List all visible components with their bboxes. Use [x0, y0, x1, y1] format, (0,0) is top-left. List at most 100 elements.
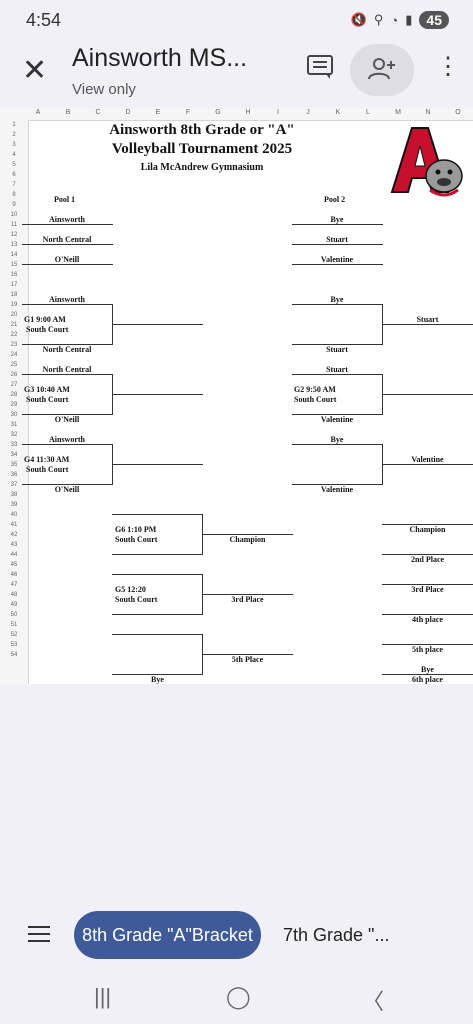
- sheets-menu-icon[interactable]: [28, 926, 50, 947]
- mute-icon: 🔇: [350, 12, 367, 27]
- row-number: 42: [10, 532, 18, 538]
- column-header: D: [125, 109, 131, 116]
- tab-8th-grade-bracket[interactable]: 8th Grade "A"Bracket: [74, 911, 261, 959]
- line: [22, 344, 113, 345]
- row-number: 13: [10, 242, 18, 248]
- line: [22, 444, 113, 445]
- column-header: E: [155, 109, 161, 116]
- add-person-icon: [368, 58, 395, 80]
- line: [202, 654, 293, 655]
- comment-icon[interactable]: [306, 54, 334, 80]
- line: [292, 444, 383, 445]
- row-number: 18: [10, 292, 18, 298]
- column-header: I: [277, 109, 279, 116]
- status-icons: 🔇 ⚲ ◔ ▮ 45: [351, 11, 449, 29]
- status-bar: 4:54 🔇 ⚲ ◔ ▮ 45: [0, 0, 473, 44]
- sheet-title-line1: Ainsworth 8th Grade or "A": [109, 122, 295, 138]
- clock: 4:54: [26, 10, 62, 30]
- row-number: 11: [10, 222, 18, 228]
- row-number: 31: [10, 422, 18, 428]
- row-number: 20: [10, 312, 18, 318]
- game1-label: G1 9:00 AM: [24, 315, 66, 324]
- line: [112, 614, 203, 615]
- row-number: 53: [10, 642, 18, 648]
- line: [112, 514, 203, 515]
- pool1-team: Ainsworth: [48, 215, 85, 224]
- game2-court: South Court: [294, 395, 337, 404]
- line: [382, 644, 473, 645]
- game4-label: G4 11:30 AM: [24, 455, 70, 464]
- line: [112, 394, 203, 395]
- game5-court: South Court: [115, 595, 158, 604]
- line: [382, 524, 473, 525]
- right-bracket-team-bottom: Stuart: [326, 345, 348, 354]
- line: [22, 224, 113, 225]
- row-number: 2: [12, 132, 16, 138]
- game4-court: South Court: [26, 465, 69, 474]
- sheet-tabs-bar: 8th Grade "A"Bracket 7th Grade "...: [0, 906, 473, 966]
- row-number: 36: [10, 472, 18, 478]
- row-number: 46: [10, 572, 18, 578]
- game2-team-bottom: Valentine: [320, 415, 354, 424]
- row-number: 29: [10, 402, 18, 408]
- column-header: O: [455, 109, 461, 116]
- row-number: 39: [10, 502, 18, 508]
- share-button[interactable]: [350, 44, 414, 96]
- view-only-label: View only: [72, 81, 136, 98]
- tab-7th-grade[interactable]: 7th Grade "...: [283, 925, 390, 945]
- sheet-title-line2: Volleyball Tournament 2025: [111, 141, 293, 157]
- row-number: 28: [10, 392, 18, 398]
- row-number: 48: [10, 592, 18, 598]
- right-bracket-team-top: Bye: [330, 295, 344, 304]
- line: [292, 374, 383, 375]
- row-number: 41: [10, 522, 18, 528]
- line: [22, 264, 113, 265]
- home-icon[interactable]: ◯: [226, 984, 251, 1009]
- line: [112, 464, 203, 465]
- right-bracket-team-bottom: Valentine: [320, 485, 354, 494]
- game6-court: South Court: [115, 535, 158, 544]
- venue: Lila McAndrew Gymnasium: [140, 162, 264, 173]
- line: [22, 244, 113, 245]
- more-options-icon[interactable]: ⋮: [436, 53, 460, 80]
- close-icon[interactable]: ✕: [22, 54, 48, 87]
- right-bracket-team-top: Bye: [330, 435, 344, 444]
- document-title: Ainsworth MS...: [72, 44, 248, 72]
- row-number: 21: [10, 322, 18, 328]
- game2-team-top: Stuart: [326, 365, 348, 374]
- line: [382, 464, 473, 465]
- line: [112, 554, 203, 555]
- row-number: 47: [10, 582, 18, 588]
- column-header: H: [245, 109, 251, 116]
- recent-apps-icon[interactable]: |||: [94, 984, 112, 1009]
- column-header: C: [95, 109, 101, 116]
- back-icon[interactable]: 〈: [362, 989, 385, 1014]
- line: [382, 674, 473, 675]
- placement-4th: 4th place: [412, 615, 443, 624]
- row-number: 26: [10, 372, 18, 378]
- line: [292, 414, 383, 415]
- app-bar: ✕ Ainsworth MS... View only ⋮: [0, 44, 473, 108]
- line: [22, 374, 113, 375]
- placement-5th: 5th place: [412, 645, 443, 654]
- row-number: 16: [10, 272, 18, 278]
- game1-court: South Court: [26, 325, 69, 334]
- row-number: 17: [10, 282, 18, 288]
- game6-label: G6 1:10 PM: [115, 525, 157, 534]
- row-number: 51: [10, 622, 18, 628]
- wifi-icon: ◔: [390, 12, 399, 28]
- pool2-team: Bye: [330, 215, 344, 224]
- line: [382, 394, 473, 395]
- row-number: 1: [12, 122, 16, 128]
- row-number: 38: [10, 492, 18, 498]
- row-number: 4: [12, 152, 16, 158]
- row-number: 27: [10, 382, 18, 388]
- pool2-heading: Pool 2: [324, 195, 346, 204]
- line: [112, 324, 203, 325]
- game2-label: G2 9:50 AM: [294, 385, 336, 394]
- line: [382, 614, 473, 615]
- line: [292, 304, 383, 305]
